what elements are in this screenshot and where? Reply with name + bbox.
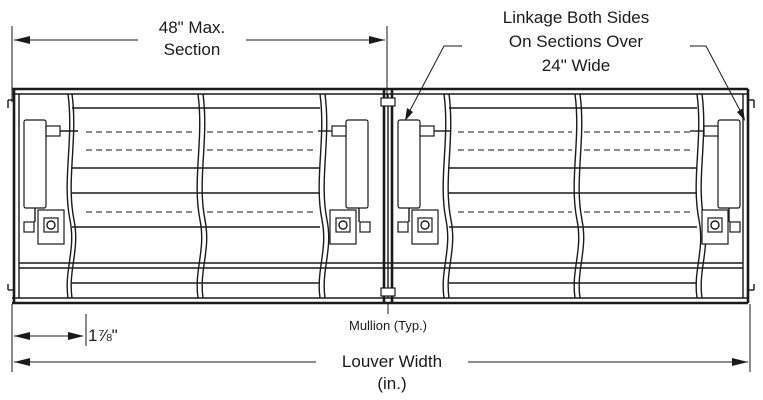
mullion-label: Mullion (Typ.) <box>348 318 428 333</box>
louver-width-label-line1: Louver Width <box>341 352 443 371</box>
linkage-note-line2: On Sections Over <box>508 32 644 51</box>
max-section-label-line2: Section <box>163 40 221 59</box>
louver-blades <box>72 107 697 284</box>
linkage-right-inner <box>397 119 450 245</box>
linkage-left-outer <box>23 119 78 245</box>
linkage-right-outer <box>690 119 741 245</box>
louver-width-dimension <box>11 304 751 372</box>
offset-dimension <box>11 304 87 346</box>
linkage-left-inner <box>318 119 371 245</box>
linkage-note-line3: 24" Wide <box>541 56 611 75</box>
offset-label: 1⅞" <box>88 326 118 345</box>
max-section-dimension <box>11 26 388 102</box>
linkage-note-line1: Linkage Both Sides <box>502 8 650 27</box>
louver-width-label-line2: (in.) <box>377 374 407 393</box>
louver-frame <box>7 87 755 305</box>
mullion <box>380 89 396 314</box>
max-section-label-line1: 48" Max. <box>158 18 226 37</box>
